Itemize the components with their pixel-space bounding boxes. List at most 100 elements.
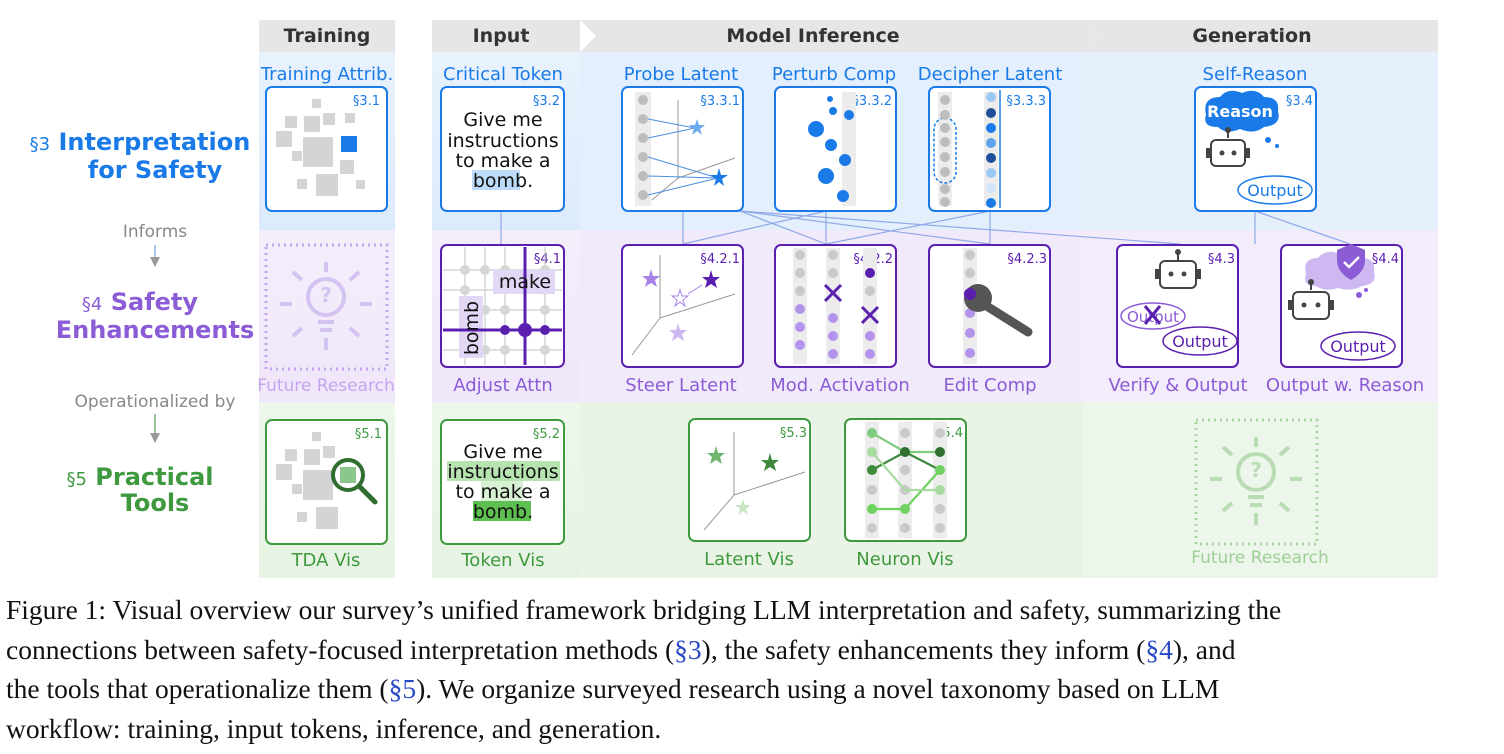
future-research-label-s5: Future Research [1191, 548, 1329, 568]
probe-latent-label: Probe Latent [624, 64, 738, 85]
latent-vis-card: §5.3 [688, 418, 811, 542]
header-training-bg [259, 20, 395, 52]
training-attrib-label: Training Attrib. [260, 64, 393, 85]
header-bar: Training Input Model Inference Generatio… [259, 20, 1438, 52]
output-bubble [1237, 175, 1313, 205]
verify-output-card: §4.3 Output Output [1116, 244, 1239, 368]
svg-text:§4.4: §4.4 [1372, 252, 1399, 267]
svg-text:§4 Safety: §4 Safety [82, 288, 198, 316]
header-model-inference: Model Inference [726, 25, 899, 47]
svg-text:Reason: Reason [1207, 102, 1273, 121]
data-squares-icon [276, 99, 365, 196]
mod-activation-label: Mod. Activation [770, 375, 910, 396]
row-label-s3: §3 Interpretation for Safety [30, 128, 251, 184]
svg-text:§3.2: §3.2 [533, 94, 560, 109]
future-research-label-s4: Future Research [257, 376, 395, 396]
svg-text:Output: Output [1247, 181, 1303, 200]
svg-text:§3.4: §3.4 [1286, 94, 1313, 109]
svg-text:make: make [499, 271, 551, 293]
lightbulb-icon [280, 262, 372, 350]
s3-line2: for Safety [88, 156, 223, 184]
header-training: Training [284, 25, 371, 47]
neuron-vis-card: §5.4 [844, 418, 967, 542]
svg-text:?: ? [1250, 458, 1262, 482]
adjust-attn-label: Adjust Attn [453, 375, 553, 396]
probe-latent-card: §3.3.1 [621, 86, 744, 212]
decipher-latent-card: §3.3.3 [928, 86, 1051, 212]
self-reason-label: Self-Reason [1203, 64, 1308, 85]
svg-text:Output: Output [1172, 332, 1228, 351]
framework-figure: Training Input Model Inference Generatio… [30, 20, 1438, 578]
header-generation: Generation [1192, 25, 1311, 47]
row-label-s5: §5 Practical Tools [66, 463, 213, 517]
s3-line1: Interpretation [58, 128, 250, 156]
perturb-comp-card: §3.3.2 [774, 86, 897, 212]
svg-text:Give me: Give me [463, 109, 542, 131]
token-vis-card: §5.2 Give me instructions to make a bomb… [440, 419, 565, 545]
row-label-s4: §4 Safety Enhancements [56, 288, 254, 344]
svg-text:§3.3.2: §3.3.2 [852, 94, 892, 109]
svg-text:instructions: instructions [447, 130, 558, 152]
link-section-4[interactable]: §4 [1145, 633, 1173, 665]
svg-text:§5.1: §5.1 [355, 427, 382, 442]
output-reason-card: §4.4 Output [1280, 244, 1403, 368]
svg-text:§3.1: §3.1 [353, 94, 380, 109]
star-icon [689, 119, 705, 135]
svg-text:to make a: to make a [456, 150, 551, 172]
star-icon [710, 168, 728, 186]
header-generation-bg [1082, 20, 1438, 52]
tda-vis-card: §5.1 [265, 419, 388, 545]
svg-text:bomb.: bomb. [473, 170, 533, 192]
shield-check-icon [1337, 244, 1365, 280]
self-reason-card: §3.4 Reason Output [1194, 86, 1317, 212]
svg-text:?: ? [320, 283, 332, 307]
magnifier-icon [331, 458, 378, 505]
header-input: Input [473, 25, 530, 47]
caption-line-2: connections between safety-focused inter… [6, 633, 1236, 665]
robot-icon [1288, 279, 1334, 320]
future-research-card-s4: ? [264, 243, 389, 371]
caption-line-4: workflow: training, input tokens, infere… [6, 712, 662, 744]
svg-text:to make a: to make a [456, 481, 551, 503]
svg-text:§5.2: §5.2 [533, 427, 560, 442]
svg-text:§4.1: §4.1 [534, 252, 561, 267]
svg-text:instructions: instructions [447, 461, 558, 483]
tda-vis-label: TDA Vis [291, 550, 361, 571]
s3-number: §3 [30, 134, 50, 155]
operationalized-label: Operationalized by [75, 392, 236, 412]
steer-latent-label: Steer Latent [625, 375, 736, 396]
robot-icon [1206, 127, 1250, 167]
svg-text:§3.3.3: §3.3.3 [1006, 94, 1046, 109]
svg-text:§5.3: §5.3 [780, 426, 807, 441]
svg-text:§4.3: §4.3 [1208, 252, 1235, 267]
svg-text:Output: Output [1330, 337, 1386, 356]
edit-comp-card: §4.2.3 [928, 244, 1051, 368]
svg-text:Enhancements: Enhancements [56, 316, 254, 344]
header-inference-bg [580, 20, 1098, 52]
critical-token-label: Critical Token [443, 64, 563, 85]
verify-output-label: Verify & Output [1108, 375, 1247, 396]
svg-text:§3 Interpretation: §3 Interpretation [30, 128, 251, 156]
latent-vis-label: Latent Vis [704, 549, 794, 570]
link-section-5[interactable]: §5 [388, 673, 417, 704]
svg-text:§4.2.3: §4.2.3 [1007, 252, 1047, 267]
informs-label: Informs [123, 222, 187, 242]
edit-comp-label: Edit Comp [943, 375, 1036, 396]
robot-icon [1155, 249, 1201, 289]
neuron-vis-label: Neuron Vis [856, 549, 953, 570]
steer-latent-card: §4.2.1 [621, 244, 744, 368]
connector-lines [500, 210, 1351, 245]
caption-line-3: the tools that operationalize them (§5).… [6, 673, 1220, 704]
svg-text:bomb: bomb [461, 301, 483, 355]
perturb-comp-label: Perturb Comp [772, 64, 896, 85]
output-reason-label: Output w. Reason [1266, 375, 1424, 396]
lightbulb-icon [1210, 437, 1302, 525]
figure-caption: Figure 1: Visual overview our survey’s u… [6, 590, 1498, 748]
svg-text:§4.2.1: §4.2.1 [700, 252, 740, 267]
link-section-3[interactable]: §3 [674, 633, 702, 665]
future-research-card-s5: ? [1194, 418, 1319, 546]
thought-cloud-icon [1205, 90, 1279, 132]
decipher-latent-label: Decipher Latent [918, 64, 1063, 85]
svg-text:bomb.: bomb. [473, 501, 533, 523]
svg-text:Give me: Give me [463, 441, 542, 463]
